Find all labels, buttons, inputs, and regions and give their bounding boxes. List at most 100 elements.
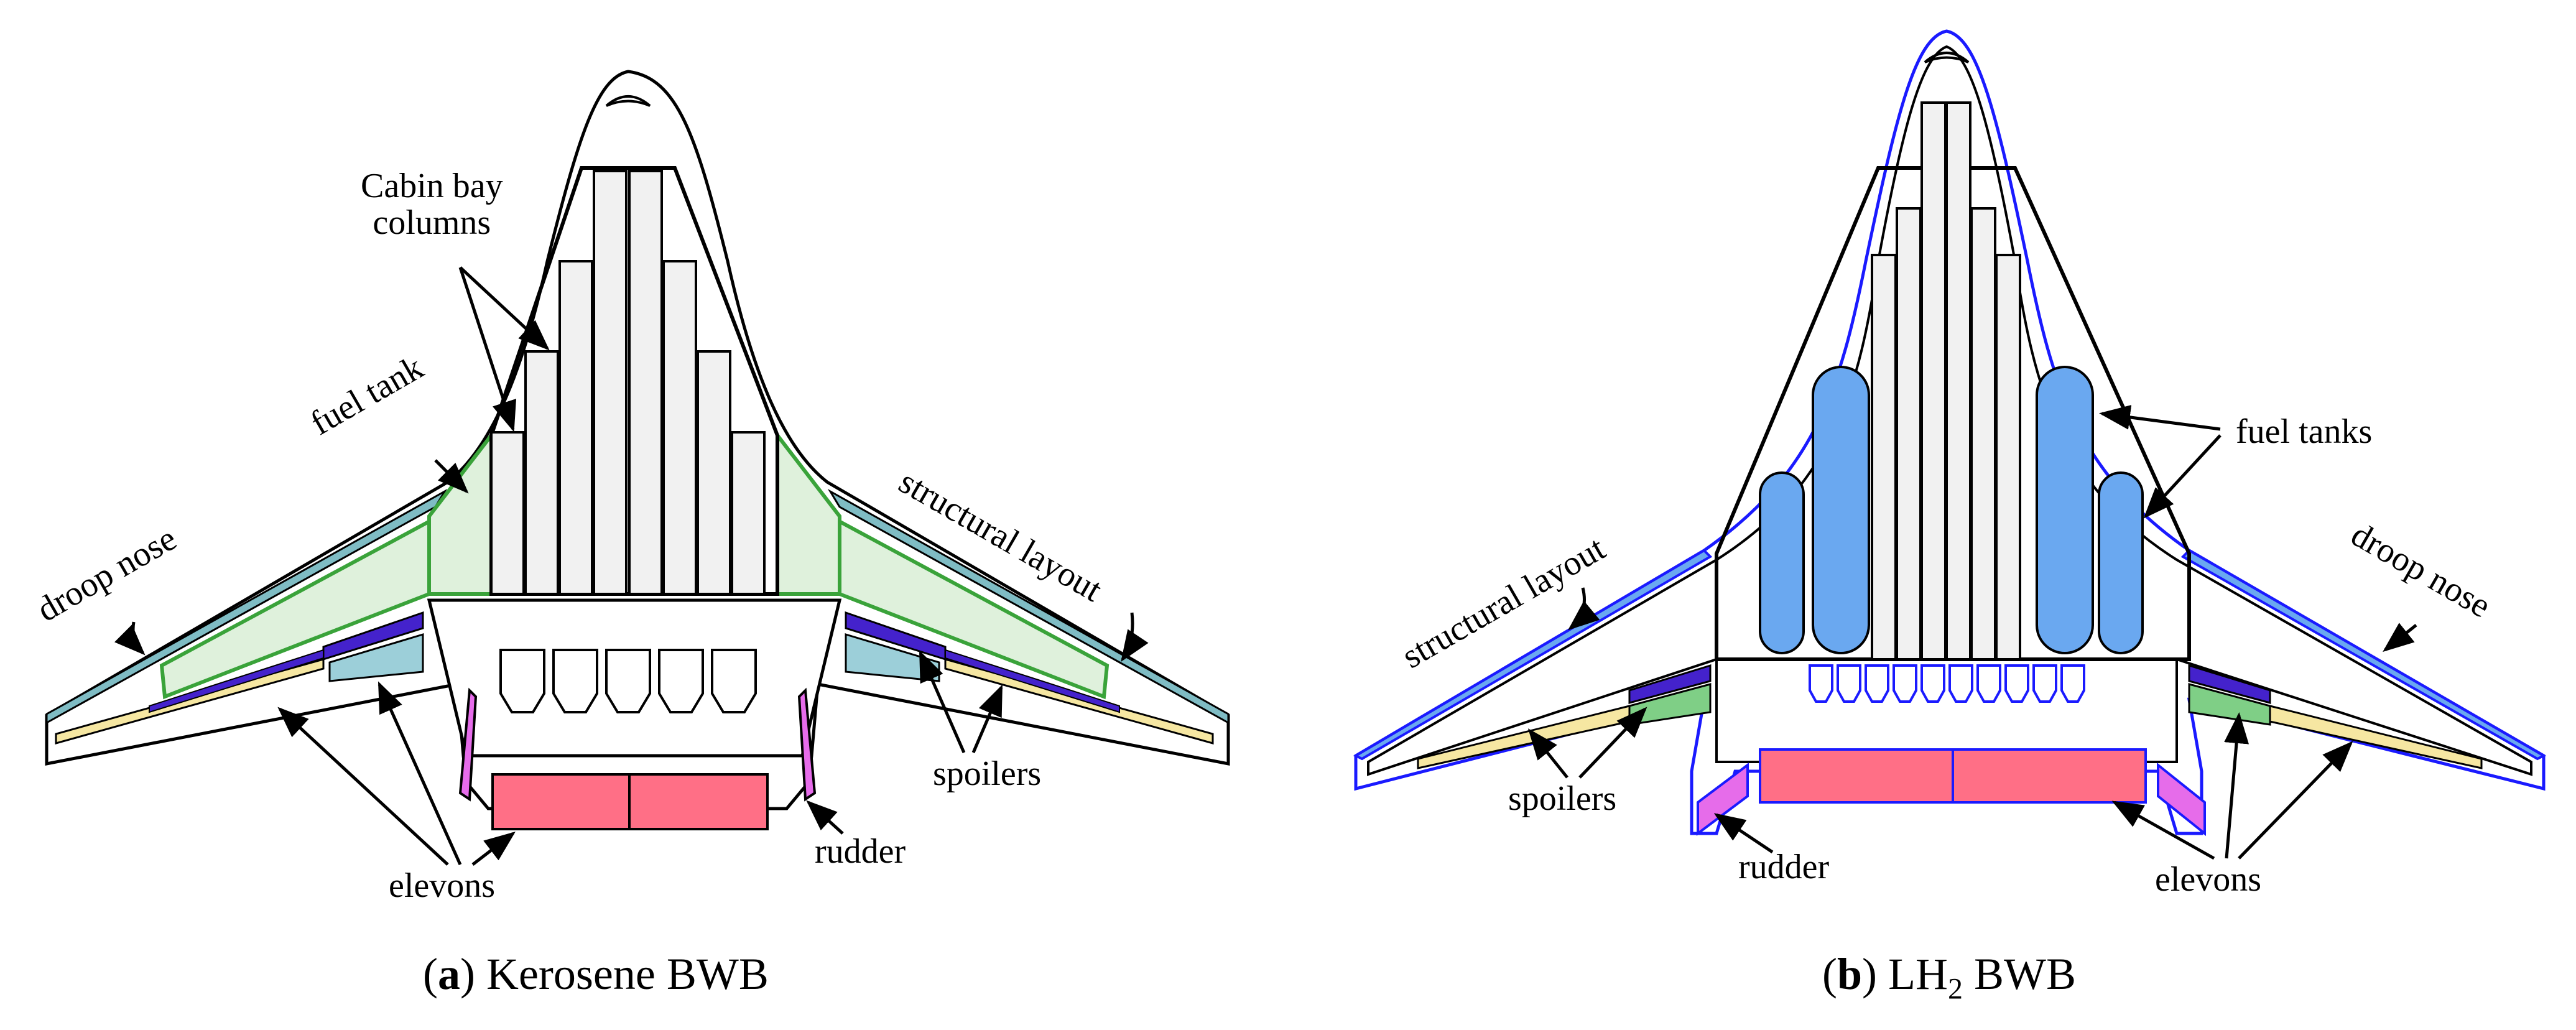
arrow-elevons-teal: [378, 681, 462, 866]
label-fuel-tanks-b: fuel tanks: [2236, 412, 2373, 451]
cabin-bay-columns-b: [1871, 101, 2021, 661]
arrow-cabin-bay-1: [458, 267, 517, 432]
label-elevons-b: elevons: [2155, 860, 2262, 899]
arrow-structural-layout-b: [1568, 587, 1600, 631]
flap-right-b: [2269, 705, 2483, 769]
fuel-tank-left-inner: [427, 430, 493, 596]
engine: [1920, 664, 1945, 703]
cabin-column: [1970, 207, 1996, 661]
cabin-column: [628, 170, 663, 595]
caption-text-a: Kerosene BWB: [486, 949, 769, 999]
elevon-teal-left-a: [328, 633, 424, 682]
caption-subscript-b: 2: [1948, 972, 1963, 1006]
engine: [1948, 664, 1973, 703]
arrow-rudder: [806, 800, 844, 835]
cargo-bay-right-b: [1952, 748, 2147, 804]
droop-nose-right: [827, 488, 1230, 725]
arrow-fuel-tank: [434, 459, 469, 494]
engine: [2032, 664, 2057, 703]
flap-left-a: [55, 658, 325, 745]
lh2-fuel-tanks-b: [1759, 366, 2144, 654]
cabin-column: [490, 431, 525, 595]
engines-b: [1809, 664, 2085, 703]
annotation-arrows-b: [1527, 405, 2417, 860]
engine: [1976, 664, 2001, 703]
elevon-green-right-b: [2188, 683, 2271, 726]
label-cabin-bay-line1: Cabin bay: [361, 167, 503, 205]
cargo-bay-left-a: [491, 773, 631, 830]
engine: [1837, 664, 1861, 703]
cabin-bay-columns-a: [490, 170, 766, 595]
arrow-spoilers-1: [919, 650, 966, 754]
engine: [2004, 664, 2029, 703]
label-rudder-a: rudder: [815, 832, 906, 871]
label-spoilers-b: spoilers: [1508, 779, 1617, 818]
lh2-tank: [2098, 471, 2144, 654]
engine: [1865, 664, 1889, 703]
arrow-elevons-center: [471, 831, 516, 866]
arrow-fuel-tanks-2: [2143, 434, 2222, 519]
arrow-rudder-b: [1713, 813, 1774, 854]
rudder-right-b: [2157, 762, 2206, 837]
cabin-column: [1945, 101, 1971, 661]
arrow-droop-nose-b: [2383, 623, 2417, 652]
cabin-column: [558, 260, 593, 595]
panel-b-lh2-bwb: [1353, 29, 2547, 860]
label-cabin-bay-columns: Cabin bay columns: [361, 168, 503, 241]
engine: [711, 649, 757, 713]
cabin-column: [1920, 101, 1947, 661]
engine: [658, 649, 704, 713]
caption-text-b-post: BWB: [1963, 949, 2077, 999]
cabin-column: [662, 260, 697, 595]
engine: [499, 649, 545, 713]
arrow-cabin-bay-2: [459, 266, 550, 351]
engine: [552, 649, 598, 713]
arrow-spoilers-2: [971, 684, 1003, 753]
cabin-column: [697, 350, 731, 595]
cabin-column: [593, 170, 628, 595]
caption-panel-b: (b) LH2 BWB: [1822, 949, 2077, 1006]
arrow-fuel-tanks-1: [2099, 405, 2221, 431]
flap-right-a: [944, 658, 1214, 745]
lh2-tank: [2036, 366, 2094, 654]
label-cabin-bay-line2: columns: [373, 203, 491, 242]
rudder-right-a: [797, 687, 817, 802]
engine: [1809, 664, 1833, 703]
engine: [1893, 664, 1917, 703]
arrow-spoilers-b-1: [1527, 728, 1568, 779]
cabin-column: [1896, 207, 1922, 661]
arrow-droop-nose: [114, 621, 146, 656]
arrow-spoilers-b-2: [1578, 707, 1647, 779]
fuel-tank-right-inner: [776, 430, 841, 596]
arrow-elevons-b-3: [2238, 741, 2353, 860]
cabin-column: [731, 431, 766, 595]
label-rudder-b: rudder: [1738, 848, 1830, 886]
cockpit-window: [605, 95, 651, 107]
lh2-tank: [1759, 471, 1805, 654]
caption-panel-a: (a) Kerosene BWB: [423, 949, 769, 999]
cargo-bay-right-a: [628, 773, 769, 830]
caption-text-b-pre: LH: [1888, 949, 1948, 999]
arrow-elevons-b-1: [2111, 800, 2215, 860]
annotation-arrows-a: [114, 266, 1149, 866]
engine: [605, 649, 651, 713]
cabin-outline-b: [1715, 166, 2191, 661]
cabin-column: [524, 350, 559, 595]
spoiler-strip-left-a: [149, 649, 324, 713]
arrow-elevons-left: [277, 707, 449, 866]
caption-letter-b: b: [1837, 949, 1863, 999]
rudder-left-a: [458, 687, 478, 802]
spoiler-right-b: [2188, 664, 2271, 704]
cabin-column: [1871, 254, 1897, 661]
droop-nose-left-b: [1353, 549, 1713, 761]
engines-a: [499, 649, 757, 713]
caption-letter-a: a: [437, 949, 460, 999]
cabin-column: [1995, 254, 2021, 661]
label-elevons-a: elevons: [389, 866, 496, 905]
lh2-tank: [1812, 366, 1870, 654]
engine: [2060, 664, 2085, 703]
spoiler-strip-right-a: [945, 649, 1120, 713]
spoiler-left-b: [1628, 664, 1712, 704]
label-spoilers-a: spoilers: [933, 754, 1042, 793]
